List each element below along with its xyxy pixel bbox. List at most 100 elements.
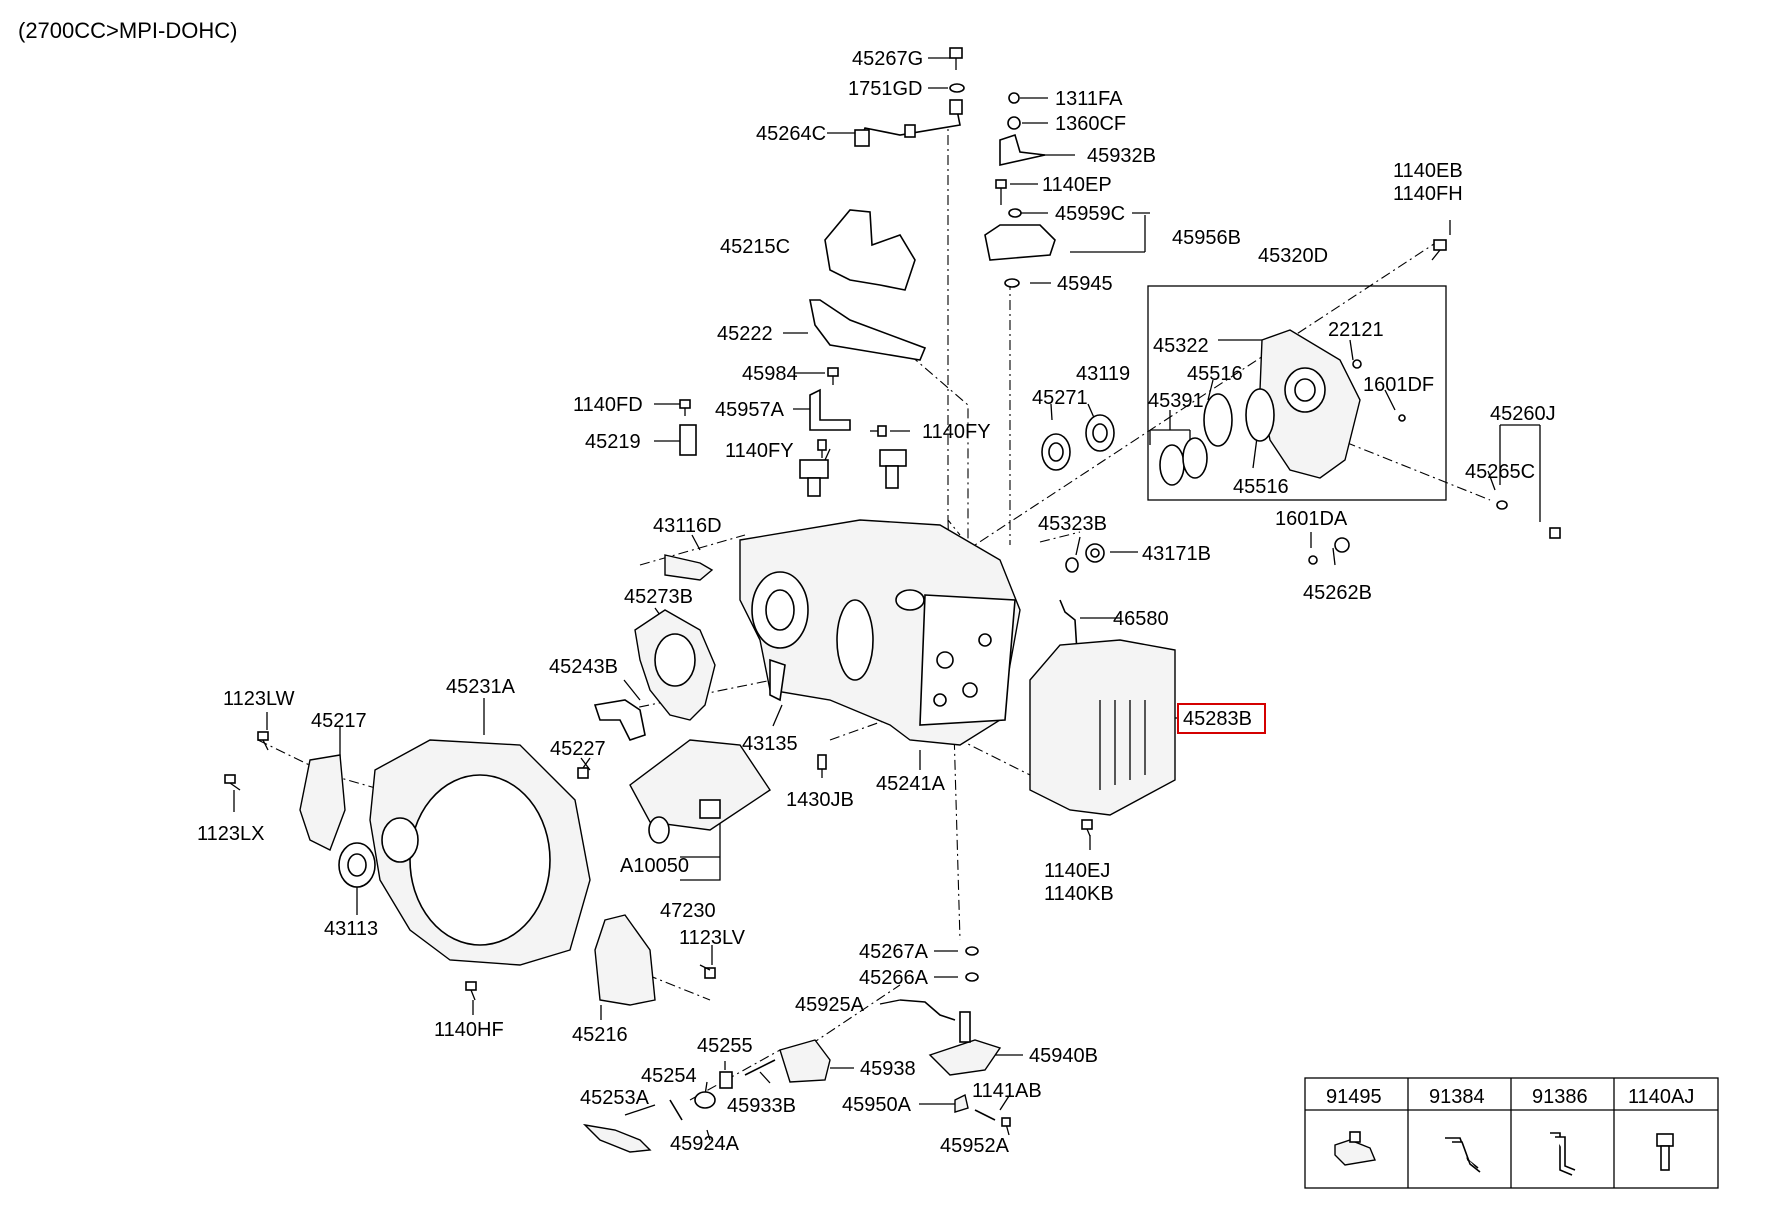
- part-label[interactable]: 1430JB: [786, 789, 854, 811]
- pin-45933b: [744, 1059, 776, 1076]
- oring-45516-b: [1245, 388, 1275, 442]
- bolt-1140fd: [679, 399, 691, 416]
- part-label[interactable]: 1751GD: [848, 78, 923, 100]
- part-label[interactable]: 45932B: [1087, 145, 1156, 167]
- part-label[interactable]: 45241A: [876, 773, 946, 795]
- part-label[interactable]: 1123LX: [197, 823, 264, 845]
- part-label[interactable]: 45227: [550, 738, 606, 760]
- sensor-45219: [679, 424, 697, 456]
- part-label[interactable]: 45391: [1148, 390, 1204, 412]
- part-label[interactable]: 45273B: [624, 586, 693, 608]
- part-label[interactable]: 45264C: [756, 123, 826, 145]
- part-label[interactable]: 47230: [660, 900, 716, 922]
- part-label[interactable]: 45217: [311, 710, 367, 732]
- bolt-1123lx: [224, 774, 241, 791]
- part-label[interactable]: 45267A: [859, 941, 929, 963]
- part-label[interactable]: 1140FH: [1393, 183, 1463, 205]
- clip-45950a: [954, 1093, 969, 1113]
- part-label[interactable]: 1140EJ: [1044, 860, 1110, 882]
- spring-45255: [719, 1071, 733, 1089]
- legend-header-91495[interactable]: 91495: [1326, 1086, 1382, 1108]
- part-label[interactable]: 45940B: [1029, 1045, 1098, 1067]
- bolt-1140eb: [1431, 239, 1447, 261]
- part-label[interactable]: 45933B: [727, 1095, 796, 1117]
- part-label[interactable]: 43116D: [653, 515, 722, 537]
- part-label[interactable]: 45957A: [715, 399, 785, 421]
- part-label[interactable]: 1311FA: [1055, 88, 1123, 110]
- part-label[interactable]: 1140KB: [1044, 883, 1114, 905]
- part-label[interactable]: 1140FY: [922, 421, 991, 443]
- part-label[interactable]: 43119: [1076, 363, 1130, 385]
- inhibitor-switch-45956b: [984, 224, 1056, 261]
- part-label[interactable]: 43171B: [1142, 543, 1211, 565]
- part-label[interactable]: 1601DF: [1363, 374, 1434, 396]
- bolt-45227: [577, 757, 591, 779]
- part-label[interactable]: 43135: [742, 733, 798, 755]
- part-label[interactable]: 1140EB: [1393, 160, 1463, 182]
- legend-header-91386[interactable]: 91386: [1532, 1086, 1588, 1108]
- long-bracket-icon: [1550, 1132, 1576, 1176]
- part-label[interactable]: 45959C: [1055, 203, 1125, 225]
- transfer-cover-45322: [1259, 329, 1361, 479]
- pin-45254: [669, 1099, 683, 1121]
- part-label[interactable]: 45950A: [842, 1094, 912, 1116]
- part-label[interactable]: 22121: [1328, 319, 1384, 341]
- part-label[interactable]: 45924A: [670, 1133, 740, 1155]
- part-label[interactable]: 1123LW: [223, 688, 295, 710]
- part-label[interactable]: 1140HF: [434, 1019, 504, 1041]
- legend-header-91384[interactable]: 91384: [1429, 1086, 1485, 1108]
- part-label[interactable]: 45984: [742, 363, 798, 385]
- ring-45391-b: [1182, 437, 1208, 479]
- part-label[interactable]: 45283B: [1183, 708, 1252, 730]
- part-label[interactable]: 45243B: [549, 656, 618, 678]
- part-label[interactable]: 45266A: [859, 967, 929, 989]
- part-label[interactable]: A10050: [620, 855, 689, 877]
- part-label[interactable]: 45265C: [1465, 461, 1535, 483]
- part-label[interactable]: 45253A: [580, 1087, 650, 1109]
- part-label[interactable]: 1140FY: [725, 440, 794, 462]
- part-label[interactable]: 1360CF: [1055, 113, 1126, 135]
- oring-45323b: [1065, 557, 1079, 573]
- seal-43119: [1085, 414, 1115, 452]
- oring-45267a: [965, 946, 979, 956]
- part-label[interactable]: 45267G: [852, 48, 923, 70]
- part-label[interactable]: 1140EP: [1042, 174, 1112, 196]
- seal-45271: [1041, 433, 1071, 471]
- part-label[interactable]: 43113: [324, 918, 378, 940]
- rod-45925a: [899, 999, 956, 1021]
- speed-sensor-b: [879, 449, 907, 489]
- legend-header-1140aj[interactable]: 1140AJ: [1628, 1086, 1694, 1108]
- part-label[interactable]: 45516: [1233, 476, 1289, 498]
- part-label[interactable]: 45222: [717, 323, 773, 345]
- part-label[interactable]: 45216: [572, 1024, 628, 1046]
- part-label[interactable]: 45516: [1187, 363, 1243, 385]
- part-label[interactable]: 46580: [1113, 608, 1169, 630]
- bracket-45216: [594, 914, 656, 1006]
- part-label[interactable]: 45938: [860, 1058, 916, 1080]
- part-label[interactable]: 45925A: [795, 994, 865, 1016]
- part-label[interactable]: 45952A: [940, 1135, 1010, 1157]
- part-label[interactable]: 45231A: [446, 676, 516, 698]
- bolt-1141ab: [1001, 1117, 1011, 1127]
- part-label[interactable]: 1601DA: [1275, 508, 1348, 530]
- part-label[interactable]: 45322: [1153, 335, 1209, 357]
- bolt-1123lw: [257, 731, 269, 751]
- part-label[interactable]: 45323B: [1038, 513, 1107, 535]
- part-label[interactable]: 45254: [641, 1065, 697, 1087]
- part-label[interactable]: 1123LV: [679, 927, 746, 949]
- oring-45265c: [1496, 500, 1508, 510]
- part-label[interactable]: 1141AB: [972, 1080, 1042, 1102]
- part-label[interactable]: 45255: [697, 1035, 753, 1057]
- part-label[interactable]: 45262B: [1303, 582, 1372, 604]
- bolt-1140fy-right: [870, 425, 887, 437]
- part-label[interactable]: 45945: [1057, 273, 1113, 295]
- part-label[interactable]: 1140FD: [573, 394, 643, 416]
- part-label[interactable]: 45219: [585, 431, 641, 453]
- part-label[interactable]: 45215C: [720, 236, 790, 258]
- part-label[interactable]: 45271: [1032, 387, 1088, 409]
- part-label[interactable]: 45260J: [1490, 403, 1556, 425]
- nut-1311fa: [1008, 92, 1020, 104]
- part-label[interactable]: 45956B: [1172, 227, 1241, 249]
- part-label[interactable]: 45320D: [1258, 245, 1328, 267]
- transaxle-case-45241a: [739, 519, 1021, 746]
